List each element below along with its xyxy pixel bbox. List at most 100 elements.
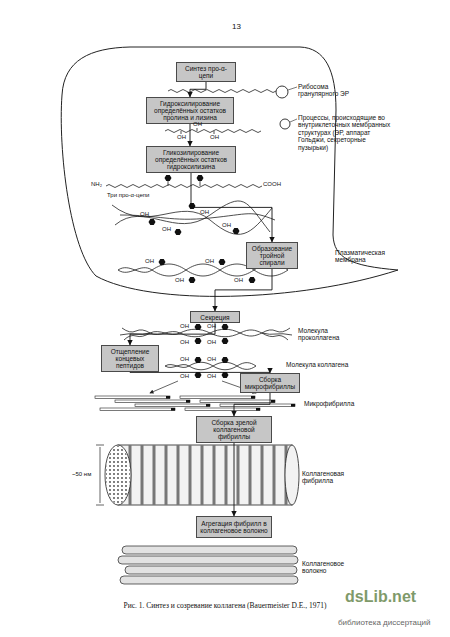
sugar-hexagon — [219, 259, 226, 265]
hydroxylated-chain — [165, 128, 261, 134]
watermark: dsLib.net — [345, 588, 416, 606]
group-label: OH — [180, 373, 189, 380]
sugar-hexagon — [195, 372, 202, 378]
sugar-hexagon — [189, 277, 196, 283]
sugar-hexagon — [222, 372, 229, 378]
watermark: библиотека диссертаций — [338, 618, 430, 627]
leader-line — [290, 119, 297, 122]
fibril-end — [285, 445, 299, 505]
group-label: OH — [210, 134, 219, 141]
end-mark — [271, 400, 275, 403]
group-label: OH — [180, 339, 189, 346]
group-label: OH — [193, 121, 202, 128]
sugar-hexagon — [195, 324, 202, 330]
molecule-bar — [115, 400, 190, 403]
fibril-bands — [130, 445, 286, 505]
collagen-fiber — [118, 546, 298, 584]
part-label: Коллагеновое волокно — [302, 560, 364, 575]
end-mark — [256, 408, 260, 411]
sugar-hexagon — [222, 338, 229, 344]
group-label: OH — [222, 222, 231, 229]
collagen-molecule — [165, 362, 256, 370]
flow-arrow — [190, 124, 191, 146]
step-text: Сборка микрофибриллы — [243, 376, 297, 391]
three-chains — [112, 201, 275, 234]
pro-alpha-chain — [168, 90, 276, 93]
group-label: OH — [234, 277, 243, 284]
cell-outline — [61, 47, 398, 276]
step-text: Гидроксилирование определённых остатков … — [149, 100, 231, 122]
group-label: OH — [200, 209, 209, 216]
fibril-cross-section — [105, 445, 131, 505]
step-text: Агрегация фибрилл в коллагеновое волокно — [199, 520, 269, 535]
end-mark — [251, 396, 255, 399]
step-box: Отщепление концевых пептидов — [101, 345, 159, 372]
part-label: Коллагеновая фибрилла — [302, 470, 364, 485]
step-box: Сборка зрелой коллагеновой фибриллы — [196, 416, 272, 443]
molecule-bar — [220, 404, 295, 407]
procollagen-molecule — [120, 328, 292, 340]
step-box: Синтез про-α-цепи — [176, 62, 236, 82]
part-label: Три про-α-цепи — [107, 192, 149, 199]
part-label: Рибосома гранулярного ЭР — [298, 83, 370, 98]
group-label: OH — [180, 323, 189, 330]
step-box: Гидроксилирование определённых остатков … — [146, 97, 234, 124]
sugar-hexagon — [189, 203, 196, 209]
fiber-fibril — [125, 566, 297, 574]
dimension-line — [96, 445, 104, 505]
part-label: Микрофибрилла — [304, 400, 354, 407]
glycosylated-chain — [106, 181, 262, 188]
sugar-hexagon — [222, 357, 229, 363]
flow-arrow — [191, 173, 272, 242]
group-label: OH — [205, 258, 214, 265]
sugar-hexagon — [233, 228, 240, 234]
sugar-hexagon — [175, 229, 182, 235]
page-number: 13 — [232, 22, 241, 31]
leader-line — [288, 87, 297, 90]
sugar-hexagon — [222, 324, 229, 330]
sugar-hexagon — [159, 259, 166, 265]
flow-arrow — [234, 393, 270, 416]
end-mark — [291, 404, 295, 407]
sugar-hexagon — [249, 277, 256, 283]
group-label: OH — [207, 356, 216, 363]
sugar-hexagon — [149, 219, 156, 225]
group-label: OH — [180, 356, 189, 363]
molecule-bar — [200, 400, 275, 403]
molecule-ends — [166, 396, 295, 411]
terminus-label: COOH — [263, 181, 281, 188]
molecule-bar — [135, 404, 210, 407]
flow-arrow — [130, 323, 215, 345]
step-box: Гликозилирование определённых остатков г… — [146, 146, 236, 173]
group-label: OH — [207, 373, 216, 380]
sugar-hexagon — [195, 338, 202, 344]
group-label: OH — [162, 226, 171, 233]
flow-arrow — [234, 443, 235, 516]
step-box: Сборка микрофибриллы — [240, 373, 300, 393]
step-text: Секреция — [200, 314, 229, 321]
group-label: OH — [140, 211, 149, 218]
fiber-fibril — [118, 556, 298, 564]
end-mark — [166, 396, 170, 399]
step-text: Сборка зрелой коллагеновой фибриллы — [199, 419, 269, 441]
caption: Рис. 1. Синтез и созревание коллагена (B… — [0, 601, 450, 610]
dimension-label: ~50 нм — [72, 471, 91, 478]
part-label: Молекула проколлагена — [298, 327, 368, 342]
assembly-arrow — [150, 381, 178, 393]
fiber-fibril — [120, 576, 298, 584]
step-box: Секреция — [190, 311, 240, 323]
step-box: Образование тройной спирали — [246, 242, 298, 269]
molecule-bar — [100, 408, 175, 411]
fibril-body — [118, 445, 292, 505]
step-text: Образование тройной спирали — [249, 245, 295, 267]
sugar-hexagon — [195, 357, 202, 363]
end-mark — [186, 400, 190, 403]
terminus-label: NH₂ — [91, 181, 102, 188]
step-text: Синтез про-α-цепи — [179, 65, 233, 80]
molecule-bar — [180, 396, 255, 399]
flow-arrow — [190, 82, 206, 97]
group-label: OH — [207, 339, 216, 346]
group-label: OH — [145, 258, 154, 265]
step-box: Агрегация фибрилл в коллагеновое волокно — [196, 516, 272, 538]
